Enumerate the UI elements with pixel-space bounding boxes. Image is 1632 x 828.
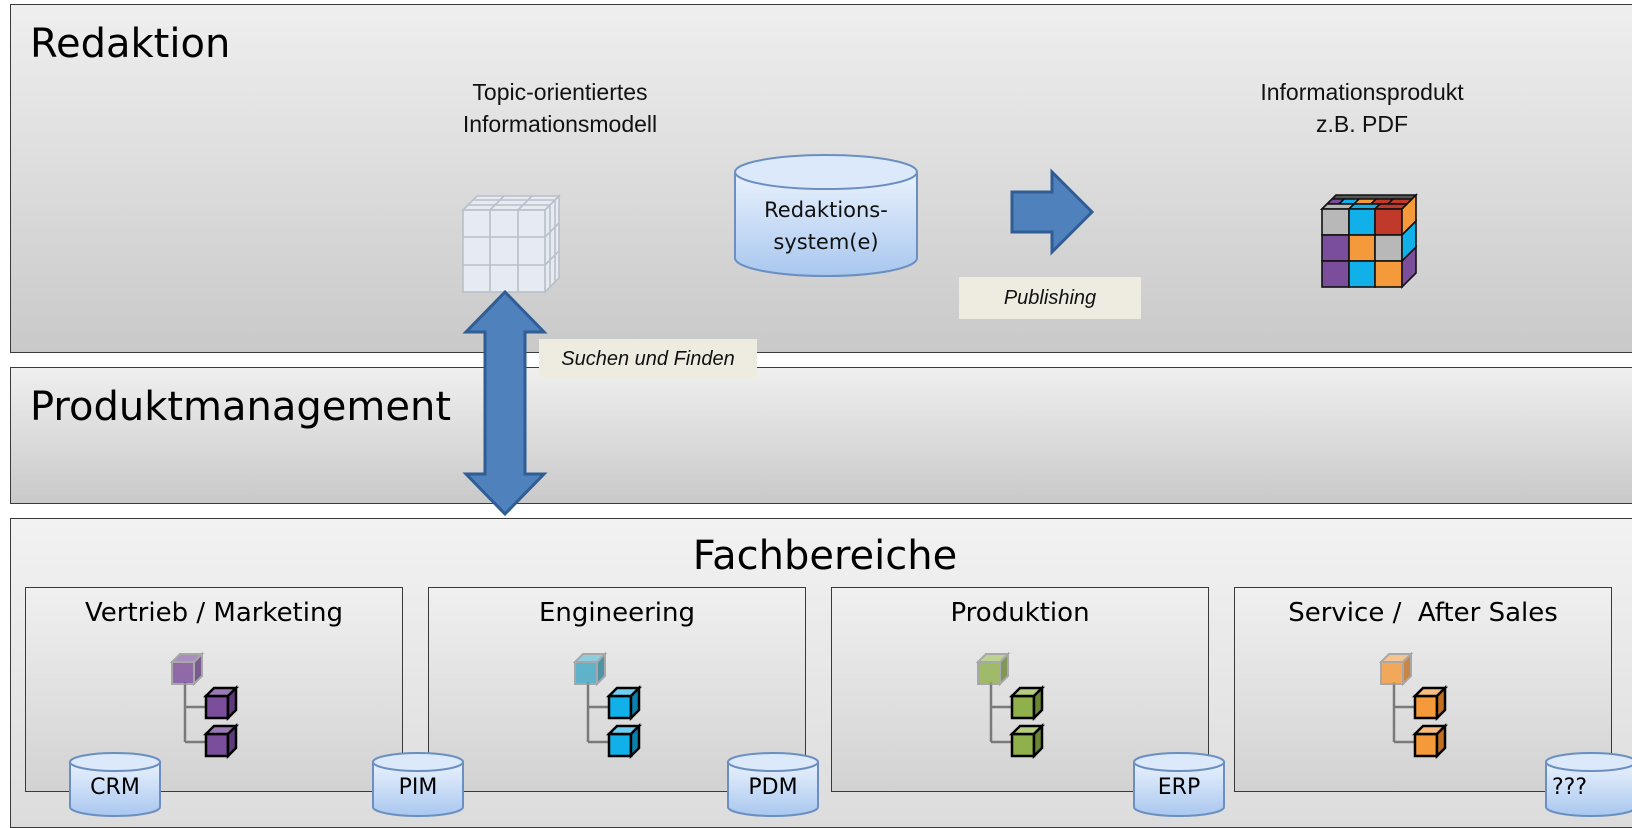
department-title: Engineering <box>539 598 695 628</box>
band-title-redaktion: Redaktion <box>30 21 231 67</box>
redaktionssystem-label-line1: Redaktions- <box>764 198 888 222</box>
info-product-label-line2: z.B. PDF <box>1315 111 1408 137</box>
database-label: PDM <box>748 775 798 800</box>
publishing-arrow-icon <box>1010 168 1095 256</box>
database-icon <box>372 752 464 817</box>
department-service-after-sales: Service / After Sales <box>1234 587 1612 792</box>
search-double-arrow-icon <box>462 289 548 517</box>
database-label: ERP <box>1157 775 1201 800</box>
publishing-label: Publishing <box>959 277 1141 319</box>
department-title: Produktion <box>950 598 1090 628</box>
database-pdm: PDM <box>726 751 820 817</box>
empty-grid-cube-icon <box>461 194 561 294</box>
database-label: ??? <box>1552 775 1588 800</box>
info-model-label-line2: Informationsmodell <box>462 111 658 137</box>
database-pim: PIM <box>371 751 465 817</box>
database-icon <box>1545 752 1632 817</box>
redaktionssystem-database-icon <box>734 154 918 277</box>
info-product-label: Informationsprodukt z.B. PDF <box>1202 76 1522 140</box>
redaktionssystem-label-line2: system(e) <box>773 230 879 254</box>
band-title-fachbereiche: Fachbereiche <box>692 533 958 579</box>
department-title: Vertrieb / Marketing <box>85 598 343 628</box>
cube-hierarchy-icon <box>572 651 643 760</box>
colored-product-cube-icon <box>1320 193 1418 289</box>
database-icon <box>69 752 161 817</box>
database-icon <box>1133 752 1225 817</box>
band-title-produktmanagement: Produktmanagement <box>30 384 451 430</box>
cube-hierarchy-icon <box>169 651 240 760</box>
database-crm: CRM <box>68 751 162 817</box>
search-find-label: Suchen und Finden <box>539 339 757 379</box>
department-title: Service / After Sales <box>1288 598 1558 628</box>
info-product-label-line1: Informationsprodukt <box>1260 79 1464 105</box>
department-produktion: Produktion <box>831 587 1209 792</box>
info-model-label: Topic-orientiertes Informationsmodell <box>400 76 720 140</box>
database-label: PIM <box>398 775 438 800</box>
info-model-label-line1: Topic-orientiertes <box>472 79 648 105</box>
band-produktmanagement: Produktmanagement <box>10 367 1632 504</box>
cube-hierarchy-icon <box>975 651 1046 760</box>
database-label: CRM <box>90 775 140 800</box>
database-unknown: ??? <box>1544 751 1632 817</box>
redaktionssystem-label: Redaktions- system(e) <box>733 194 919 258</box>
database-erp: ERP <box>1132 751 1226 817</box>
cube-hierarchy-icon <box>1378 651 1449 760</box>
database-icon <box>727 752 819 817</box>
